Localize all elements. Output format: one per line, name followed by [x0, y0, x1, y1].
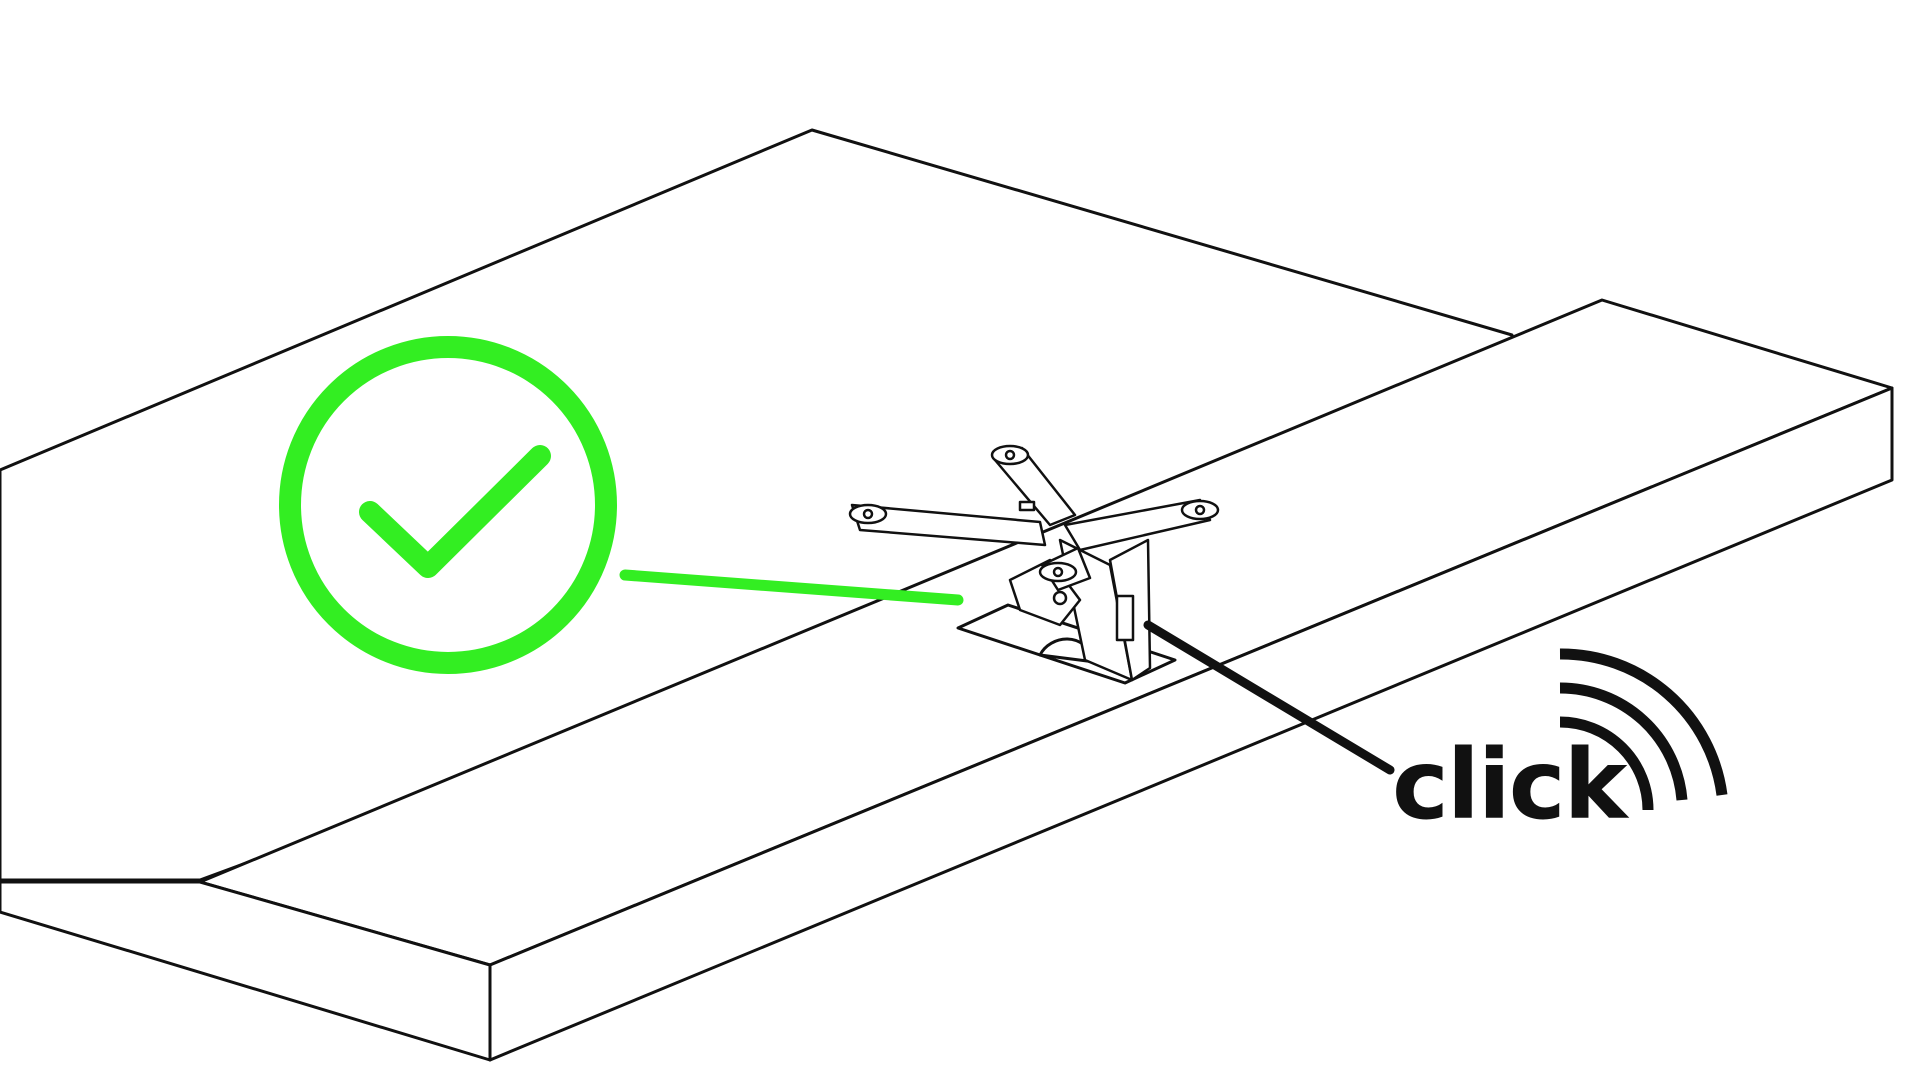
sound-wave-small	[1559, 716, 1654, 811]
click-label: click	[1392, 729, 1630, 841]
connector-bracket	[848, 444, 1220, 682]
bracket-pivot	[1052, 590, 1068, 606]
screw-hole-back	[1004, 449, 1016, 461]
click-leader-line	[1143, 620, 1395, 775]
bracket-tab	[1115, 594, 1135, 642]
click-callout: click	[1143, 620, 1728, 841]
check-callout	[279, 336, 964, 674]
check-circle-icon	[279, 336, 617, 674]
check-mark	[359, 445, 551, 578]
sound-wave-medium	[1559, 682, 1688, 801]
check-leader-line	[619, 569, 964, 606]
sound-waves-icon	[1559, 648, 1728, 811]
screw-hole-right	[1194, 504, 1206, 516]
check-circle	[279, 336, 617, 674]
bracket-arm-right	[1063, 498, 1212, 552]
screw-hole-front	[1052, 566, 1064, 578]
sound-wave-large	[1559, 648, 1728, 796]
bracket-center-slot	[1018, 500, 1036, 512]
screw-hole-left	[862, 508, 874, 520]
front-panel-front-face	[0, 880, 492, 1062]
